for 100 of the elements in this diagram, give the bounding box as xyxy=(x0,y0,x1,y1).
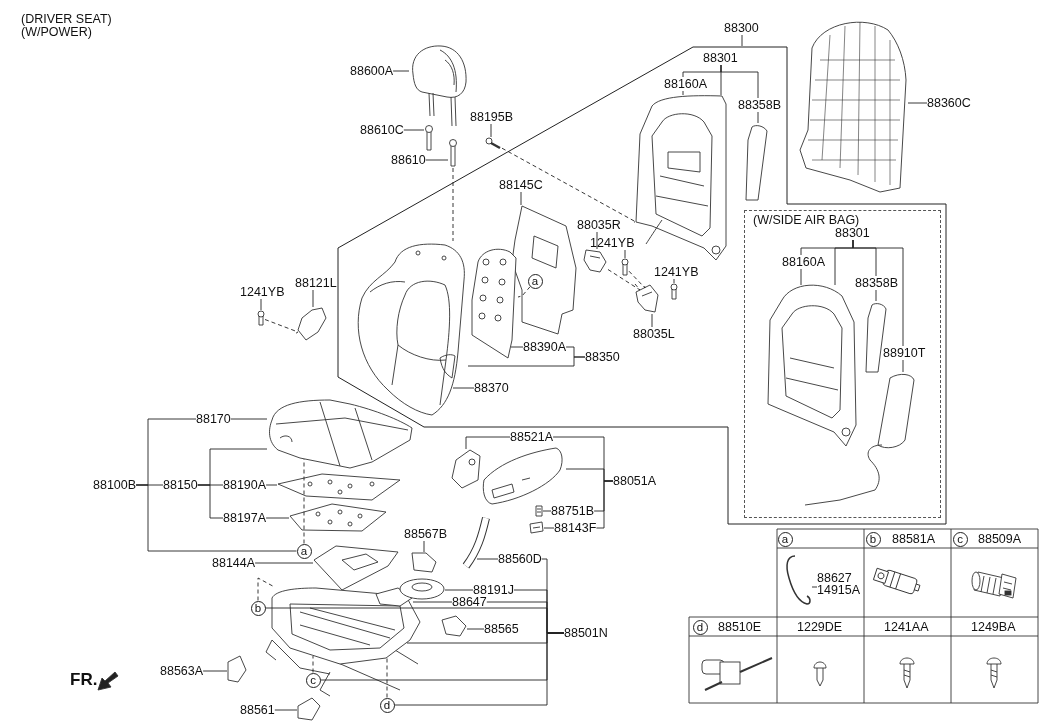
leader-line xyxy=(230,418,268,420)
part-number: 14915A xyxy=(817,584,861,596)
dashed-leader-line xyxy=(264,319,299,334)
dashed-leader-line xyxy=(452,167,454,242)
leader-line xyxy=(465,436,511,450)
leader-line xyxy=(476,558,499,560)
leader-line xyxy=(135,484,297,552)
leader-line xyxy=(741,34,743,47)
leader-line xyxy=(520,191,522,206)
leader-line xyxy=(466,628,485,630)
part-number: 88560D xyxy=(498,552,542,566)
part-number: 88100B xyxy=(93,478,137,492)
leader-line xyxy=(403,129,425,131)
leader-line xyxy=(490,123,492,138)
leader-line xyxy=(907,102,928,104)
leader-line xyxy=(265,484,278,486)
callout-circle: c xyxy=(952,531,968,547)
leader-line xyxy=(274,709,298,711)
leader-line xyxy=(720,64,722,96)
dashed-leader-line xyxy=(257,577,275,601)
callout-circle: a xyxy=(296,543,312,559)
dashed-leader-line xyxy=(501,147,637,223)
callout-circle: d xyxy=(379,697,395,713)
part-number: 88145C xyxy=(499,178,543,192)
leader-line xyxy=(423,540,425,553)
leader-line xyxy=(811,586,818,588)
part-number: 88390A xyxy=(523,340,567,354)
leader-line xyxy=(254,562,314,564)
leader-line xyxy=(673,278,675,284)
part-number: 88191J xyxy=(473,583,514,597)
part-number: 88610C xyxy=(360,123,404,137)
part-number: 88300 xyxy=(724,21,759,35)
part-number: 88910T xyxy=(883,346,926,360)
part-number: 88144A xyxy=(212,556,256,570)
part-number: 88563A xyxy=(160,664,204,678)
note-text: (W/POWER) xyxy=(21,25,92,39)
dashed-leader-line xyxy=(386,657,388,698)
dashed-leader-line xyxy=(303,458,305,544)
part-number: 88521A xyxy=(510,430,554,444)
leader-line xyxy=(452,387,475,389)
dashed-leader-line xyxy=(517,286,531,298)
part-number: 88510E xyxy=(718,620,762,634)
leader-line xyxy=(444,589,474,591)
note-text: (DRIVER SEAT) xyxy=(21,12,112,26)
leader-line xyxy=(412,601,453,603)
leader-line xyxy=(260,298,262,311)
leader-line xyxy=(202,670,228,672)
leader-line xyxy=(543,527,555,529)
callout-circle: b xyxy=(250,600,266,616)
part-number: 88561 xyxy=(240,703,275,717)
leader-line xyxy=(651,313,653,328)
part-number: 88610 xyxy=(391,153,426,167)
part-number: 88350 xyxy=(585,350,620,364)
callout-circle: d xyxy=(692,619,708,635)
leader-line xyxy=(852,239,904,347)
part-number: 88509A xyxy=(978,532,1022,546)
dashed-leader-line xyxy=(628,270,646,289)
leader-line xyxy=(265,517,290,519)
part-number: 88627 xyxy=(817,572,853,584)
leader-line xyxy=(312,289,314,308)
part-number: 1229DE xyxy=(797,620,843,634)
part-number: 88190A xyxy=(223,478,267,492)
part-number: 88358B xyxy=(738,98,782,112)
part-number: 88051A xyxy=(613,474,657,488)
callout-circle: b xyxy=(865,531,881,547)
leader-line xyxy=(425,159,449,161)
part-number: 88600A xyxy=(350,64,394,78)
part-number: 1241YB xyxy=(654,265,699,279)
part-number: 88360C xyxy=(927,96,971,110)
leader-line xyxy=(392,70,410,72)
part-number: 88195B xyxy=(470,110,514,124)
part-number: 88035R xyxy=(577,218,621,232)
part-number: 88160A xyxy=(782,255,826,269)
leader-line xyxy=(757,111,759,124)
part-number: 88358B xyxy=(855,276,899,290)
part-number: 88121L xyxy=(295,276,337,290)
callout-circle: c xyxy=(305,672,321,688)
dashed-leader-line xyxy=(312,655,314,673)
part-number: 88501N xyxy=(564,626,608,640)
leader-line xyxy=(624,249,626,259)
part-number: 88647 xyxy=(452,595,487,609)
leader-line xyxy=(467,356,586,367)
leader-line xyxy=(510,346,524,348)
part-number: 1249BA xyxy=(971,620,1016,634)
part-number: 1241AA xyxy=(884,620,929,634)
leader-line xyxy=(197,484,224,519)
leader-line xyxy=(596,231,598,250)
panel-title: (W/SIDE AIR BAG) xyxy=(753,213,860,227)
part-number: 1241YB xyxy=(240,285,285,299)
part-number: 88581A xyxy=(892,532,936,546)
part-number: 88160A xyxy=(664,77,708,91)
leader-line xyxy=(902,359,904,373)
dashed-group-box xyxy=(744,210,941,518)
leader-line xyxy=(682,90,684,96)
leader-line xyxy=(542,510,552,512)
part-number: 88197A xyxy=(223,511,267,525)
part-number: 88751B xyxy=(551,504,595,518)
part-number: 88170 xyxy=(196,412,231,426)
leader-line xyxy=(875,289,877,302)
part-number: 88143F xyxy=(554,521,597,535)
